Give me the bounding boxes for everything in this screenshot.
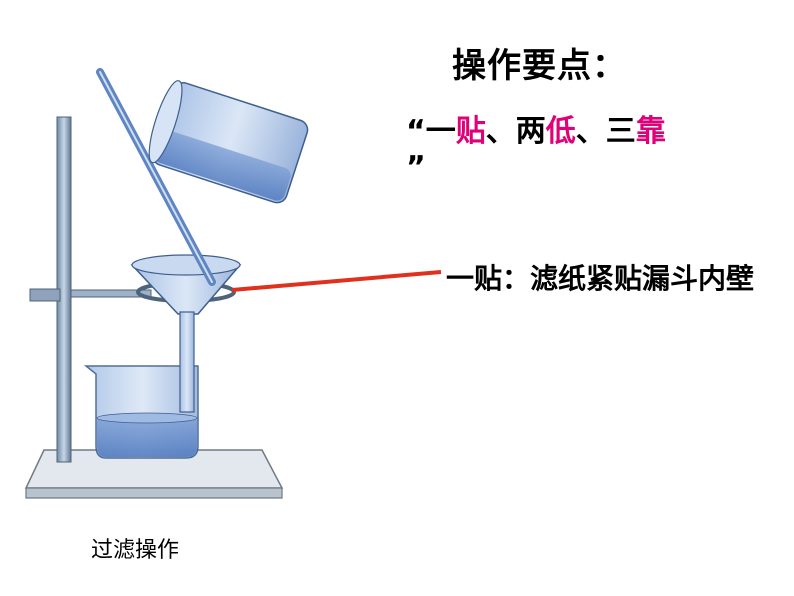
pouring-beaker xyxy=(148,80,309,204)
open-quote: “ xyxy=(406,114,426,149)
mnemonic-line: “一贴、两低、三靠 xyxy=(406,112,666,152)
receiving-beaker xyxy=(83,365,199,459)
callout-pointer-line xyxy=(231,270,442,292)
mnemonic-key-lean: 靠 xyxy=(635,114,666,149)
mnemonic-key-tie: 贴 xyxy=(455,114,486,149)
stand-base xyxy=(24,449,284,499)
figure-caption: 过滤操作 xyxy=(91,538,180,563)
mnemonic-sep2: 、三 xyxy=(575,114,636,149)
mnemonic-sep1: 、两 xyxy=(485,114,546,149)
mnemonic-key-low: 低 xyxy=(545,114,576,149)
close-quote: ” xyxy=(406,150,426,185)
section-title: 操作要点： xyxy=(452,46,627,86)
callout-label: 一贴：滤纸紧贴漏斗内壁 xyxy=(446,262,755,295)
mnemonic-part1: 一 xyxy=(425,114,456,149)
funnel xyxy=(130,254,242,413)
